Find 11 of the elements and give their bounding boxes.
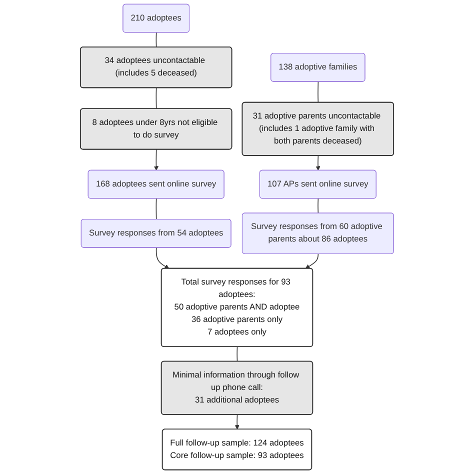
arrow xyxy=(234,414,240,430)
connector xyxy=(318,198,319,214)
connector xyxy=(236,346,238,362)
connector xyxy=(156,32,157,48)
connector xyxy=(318,81,319,103)
arrow xyxy=(305,254,319,269)
connector xyxy=(156,88,157,110)
arrow xyxy=(316,155,320,171)
arrow xyxy=(154,149,158,171)
arrow xyxy=(156,247,170,269)
connector xyxy=(156,198,157,220)
